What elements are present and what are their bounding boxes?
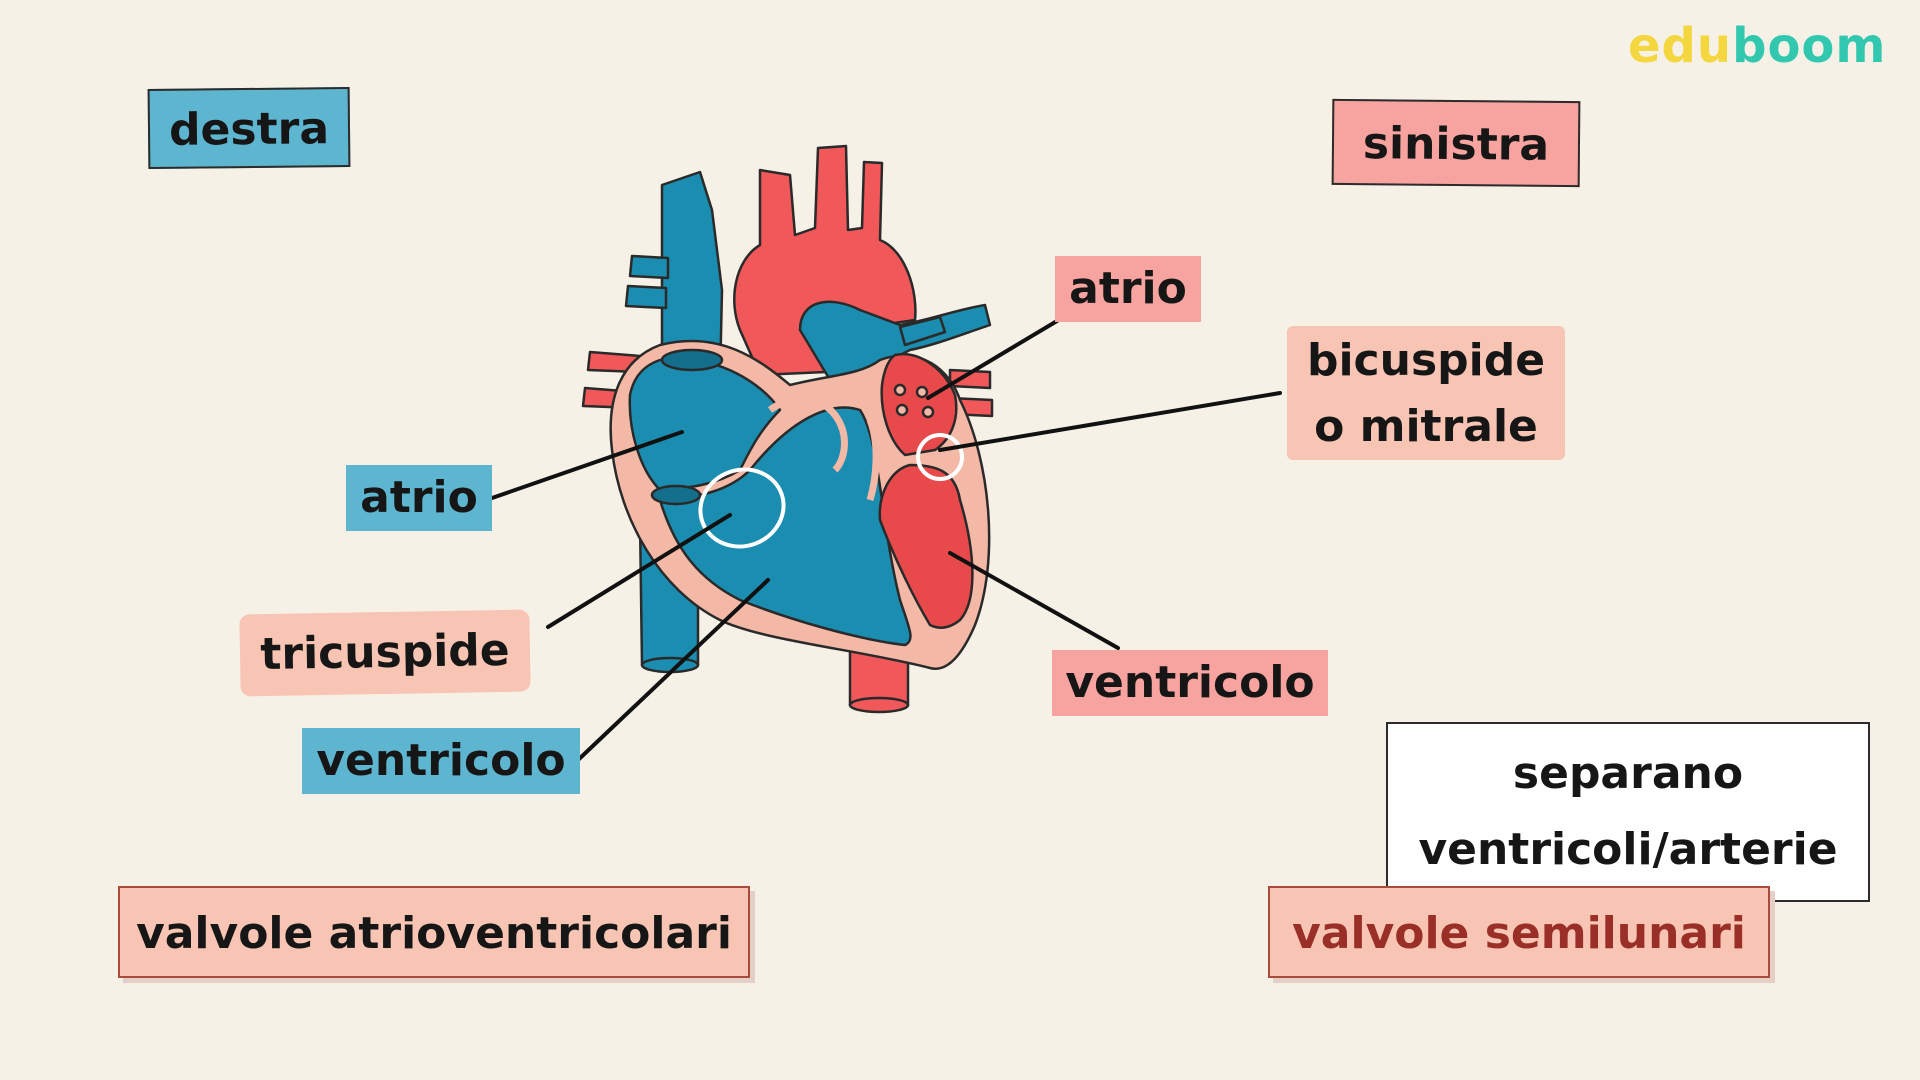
mitral-line-2: o mitrale <box>1314 401 1538 452</box>
leader-line-tricuspid <box>546 513 732 629</box>
semilunar-description-note: separano ventricoli/arterie <box>1386 722 1870 902</box>
eduboom-logo: eduboom <box>1628 18 1886 74</box>
mitral-line-1: bicuspide <box>1306 335 1546 386</box>
logo-part-boom: boom <box>1732 18 1887 74</box>
note-line-2: ventricoli/arterie <box>1418 824 1838 875</box>
tricuspid-valve-highlight <box>698 467 786 549</box>
label-right-atrium: atrio <box>346 465 492 531</box>
label-mitral-valve: bicuspide o mitrale <box>1287 326 1565 460</box>
leader-line-left-atrium <box>926 316 1064 400</box>
note-line-1: separano <box>1512 748 1744 799</box>
side-label-right: destra <box>147 86 351 170</box>
label-left-atrium: atrio <box>1055 256 1201 322</box>
logo-part-edu: edu <box>1628 18 1733 74</box>
left-atrium-chamber <box>880 352 958 457</box>
av-valves-caption: valvole atrioventricolari <box>118 886 750 978</box>
leader-line-right-atrium <box>490 430 684 500</box>
leader-line-mitral <box>938 391 1282 452</box>
mitral-valve-highlight <box>916 433 964 481</box>
right-ventricle-chamber <box>658 406 912 647</box>
superior-vena-cava <box>660 170 724 382</box>
label-left-ventricle: ventricolo <box>1052 650 1328 716</box>
leader-line-left-ventricle <box>948 551 1120 650</box>
label-right-ventricle: ventricolo <box>302 728 580 794</box>
side-label-left: sinistra <box>1331 98 1581 188</box>
leader-line-right-ventricle <box>576 578 770 762</box>
left-ventricle-chamber <box>878 463 974 629</box>
semilunar-valves-caption: valvole semilunari <box>1268 886 1770 978</box>
label-tricuspid-valve: tricuspide <box>239 609 531 697</box>
